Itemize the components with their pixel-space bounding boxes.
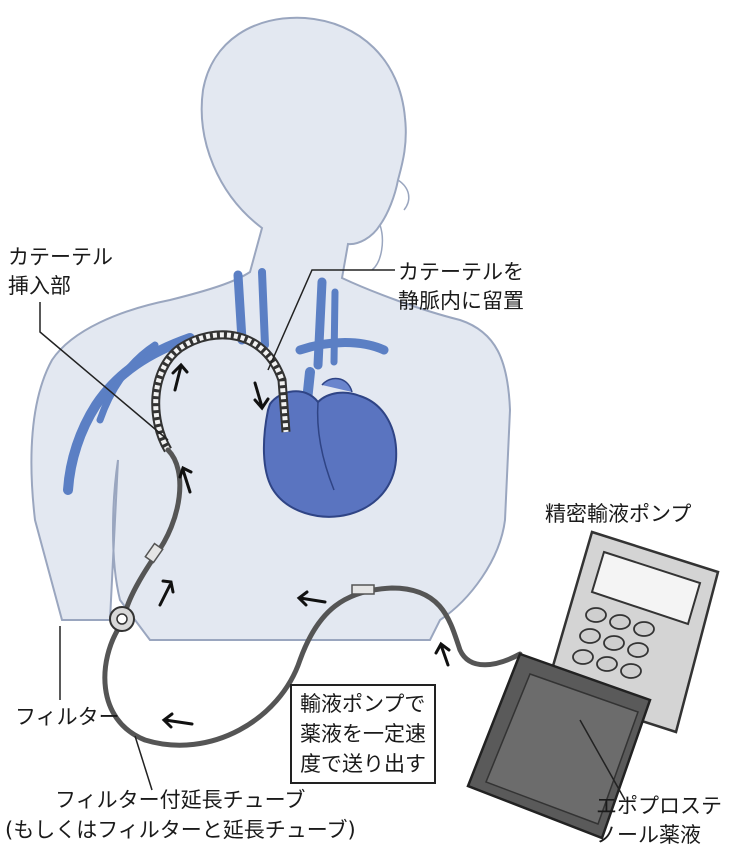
label-catheter-vein-line1: カテーテルを xyxy=(398,258,524,287)
label-precision-pump: 精密輸液ポンプ xyxy=(545,500,691,529)
label-catheter-vein-line2: 静脈内に留置 xyxy=(398,287,524,316)
label-catheter-vein: カテーテルを 静脈内に留置 xyxy=(398,258,524,316)
label-catheter-insertion: カテーテル 挿入部 xyxy=(8,243,113,301)
label-epoprostenol: エポプロステ ノール薬液 xyxy=(596,792,722,850)
human-silhouette xyxy=(31,18,510,640)
pump-callout-line3: 度で送り出す xyxy=(300,749,426,779)
label-catheter-insertion-line2: 挿入部 xyxy=(8,272,113,301)
label-filter-tube: フィルター付延長チューブ xyxy=(55,786,305,815)
label-catheter-insertion-line1: カテーテル xyxy=(8,243,113,272)
label-epoprostenol-line2: ノール薬液 xyxy=(596,821,722,850)
pump-callout-line1: 輸液ポンプで xyxy=(300,689,426,719)
label-filter-tube-alt: (もしくはフィルターと延長チューブ) xyxy=(5,816,356,845)
filter-device xyxy=(110,607,134,631)
label-filter: フィルター xyxy=(15,703,120,732)
label-epoprostenol-line1: エポプロステ xyxy=(596,792,722,821)
pump-callout: 輸液ポンプで 薬液を一定速 度で送り出す xyxy=(290,684,436,784)
pump-callout-line2: 薬液を一定速 xyxy=(300,719,426,749)
